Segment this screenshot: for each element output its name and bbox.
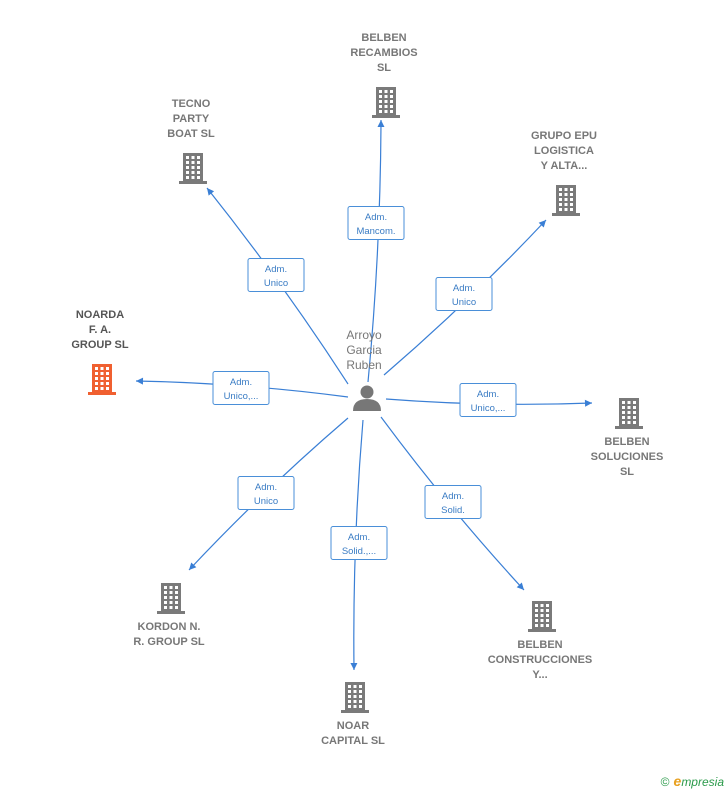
role-box-belben-soluciones-line: Unico,... (471, 403, 506, 414)
company-label-kordon-line: KORDON N. (138, 621, 201, 633)
role-box-noar-capital-line: Adm. (348, 532, 370, 543)
company-label-noar-capital: NOAR CAPITAL SL (321, 720, 385, 747)
person-name-line: Arroyo (346, 328, 382, 342)
role-box-noar-capital-line: Solid.,... (342, 546, 376, 557)
company-label-belben-soluciones: BELBEN SOLUCIONES SL (591, 436, 664, 478)
company-label-belben-recambios: BELBEN RECAMBIOS SL (350, 32, 417, 74)
role-box-kordon-line: Unico (254, 496, 278, 507)
building-icon-belben-recambios[interactable] (372, 87, 400, 118)
building-icon-belben-construcciones[interactable] (528, 601, 556, 632)
company-label-belben-soluciones-line: SL (620, 466, 634, 478)
nodes-layer: BELBEN RECAMBIOS SL TECNO PARTY BOAT SL GRUPO … (71, 32, 663, 747)
role-box-belben-construcciones[interactable]: Adm. Solid. (424, 485, 482, 519)
company-label-belben-recambios-line: RECAMBIOS (350, 47, 417, 59)
company-label-belben-recambios-line: BELBEN (361, 32, 406, 44)
company-label-tecno-party: TECNO PARTY BOAT SL (167, 98, 215, 140)
role-box-tecno-party-line: Adm. (265, 264, 287, 275)
company-label-belben-construcciones-line: CONSTRUCCIONES (488, 654, 593, 666)
role-box-belben-recambios[interactable]: Adm. Mancom. (347, 206, 405, 240)
role-box-grupo-epu-text: Adm. Unico (452, 283, 476, 308)
edge-belben-recambios (367, 119, 385, 383)
role-box-tecno-party[interactable]: Adm. Unico (247, 258, 305, 292)
person-icon[interactable] (353, 385, 381, 412)
role-box-noar-capital-text: Adm. Solid.,... (342, 532, 376, 557)
company-label-belben-recambios-line: SL (377, 62, 391, 74)
company-label-belben-soluciones-line: BELBEN (604, 436, 649, 448)
person-name-line: Garcia (346, 343, 382, 357)
role-box-tecno-party-line: Unico (264, 278, 288, 289)
company-label-tecno-party-line: PARTY (173, 113, 210, 125)
role-box-belben-construcciones-line: Adm. (442, 491, 464, 502)
company-label-noar-capital-line: CAPITAL SL (321, 735, 385, 747)
role-box-belben-soluciones-text: Adm. Unico,... (471, 389, 506, 414)
building-icon-kordon[interactable] (157, 583, 185, 614)
role-box-tecno-party-text: Adm. Unico (264, 264, 288, 289)
role-box-belben-construcciones-text: Adm. Solid. (441, 491, 465, 516)
company-label-belben-construcciones-line: BELBEN (517, 639, 562, 651)
role-box-kordon[interactable]: Adm. Unico (237, 476, 295, 510)
company-label-grupo-epu: GRUPO EPU LOGISTICA Y ALTA... (531, 130, 597, 172)
role-box-noar-capital[interactable]: Adm. Solid.,... (330, 526, 388, 560)
role-box-noarda-line: Unico,... (224, 391, 259, 402)
building-icon-belben-soluciones[interactable] (615, 398, 643, 429)
company-label-kordon: KORDON N. R. GROUP SL (133, 621, 205, 648)
role-box-belben-recambios-line: Adm. (365, 212, 387, 223)
company-label-grupo-epu-line: LOGISTICA (534, 145, 594, 157)
role-box-belben-soluciones[interactable]: Adm. Unico,... (459, 383, 517, 417)
role-box-grupo-epu-line: Unico (452, 297, 476, 308)
building-icon-grupo-epu[interactable] (552, 185, 580, 216)
building-icon-tecno-party[interactable] (179, 153, 207, 184)
company-label-noarda-line: NOARDA (76, 309, 124, 321)
company-label-tecno-party-line: TECNO (172, 98, 211, 110)
company-label-kordon-line: R. GROUP SL (133, 636, 205, 648)
role-box-belben-soluciones-line: Adm. (477, 389, 499, 400)
role-box-grupo-epu[interactable]: Adm. Unico (435, 277, 493, 311)
role-box-noarda-text: Adm. Unico,... (224, 377, 259, 402)
company-label-noar-capital-line: NOAR (337, 720, 369, 732)
role-box-grupo-epu-line: Adm. (453, 283, 475, 294)
company-label-noarda: NOARDA F. A. GROUP SL (71, 309, 129, 351)
company-label-belben-construcciones: BELBEN CONSTRUCCIONES Y... (488, 639, 593, 681)
company-label-belben-construcciones-line: Y... (532, 669, 547, 681)
company-label-grupo-epu-line: Y ALTA... (541, 160, 588, 172)
building-icon-noar-capital[interactable] (341, 682, 369, 713)
copyright-symbol: © (660, 775, 670, 789)
role-box-belben-construcciones-line: Solid. (441, 505, 465, 516)
role-box-noarda-line: Adm. (230, 377, 252, 388)
company-label-belben-soluciones-line: SOLUCIONES (591, 451, 664, 463)
role-box-belben-recambios-text: Adm. Mancom. (356, 212, 395, 237)
role-box-belben-recambios-line: Mancom. (356, 226, 395, 237)
role-box-kordon-text: Adm. Unico (254, 482, 278, 507)
building-icon-noarda[interactable] (88, 364, 116, 395)
brand-logo-initial: e (673, 773, 682, 789)
brand-logo-text: mpresia (681, 775, 724, 789)
company-label-grupo-epu-line: GRUPO EPU (531, 130, 597, 142)
company-label-noarda-line: F. A. (89, 324, 111, 336)
company-label-noarda-line: GROUP SL (71, 339, 129, 351)
company-label-tecno-party-line: BOAT SL (167, 128, 215, 140)
role-box-noarda[interactable]: Adm. Unico,... (212, 371, 270, 405)
role-box-kordon-line: Adm. (255, 482, 277, 493)
footer-brand[interactable]: ©empresia (661, 773, 724, 789)
person-name-line: Ruben (346, 358, 381, 372)
